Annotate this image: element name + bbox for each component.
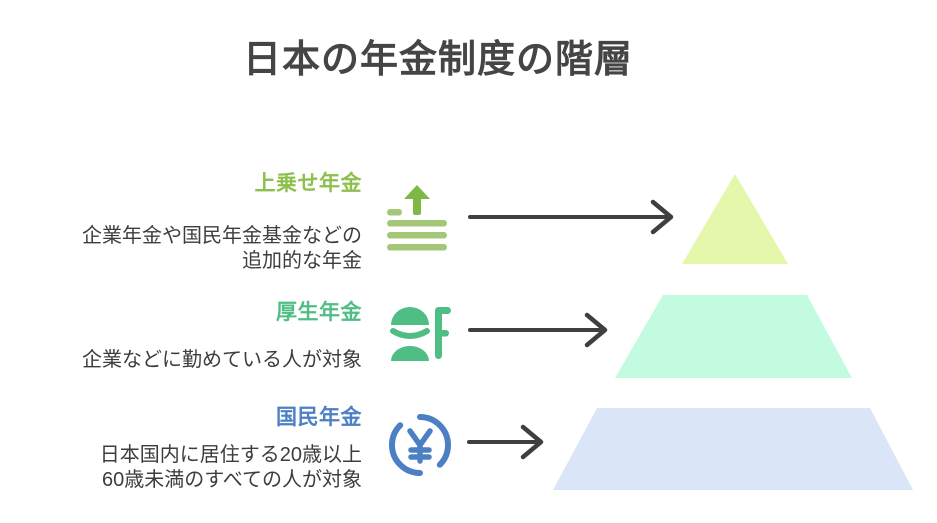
- pyramid-layer-top: [682, 174, 788, 264]
- section-label-additional-pension: 上乗せ年金: [254, 172, 362, 195]
- arrow-to-middle-layer: [468, 312, 608, 348]
- description-line: 日本国内に居住する20歳以上: [99, 444, 362, 466]
- yen-coin-icon: [389, 414, 451, 476]
- stack-up-icon: [387, 185, 447, 251]
- section-label-employees-pension: 厚生年金: [276, 301, 362, 324]
- description-line: 追加的な年金: [242, 250, 362, 272]
- section-description-additional-pension: 企業年金や国民年金基金などの 追加的な年金: [18, 224, 362, 274]
- description-line: 60歳未満のすべての人が対象: [101, 469, 362, 491]
- description-line: 企業などに勤めている人が対象: [82, 349, 362, 371]
- arrow-to-top-layer: [468, 199, 674, 235]
- section-description-national-pension: 日本国内に居住する20歳以上 60歳未満のすべての人が対象: [18, 443, 362, 493]
- pyramid-layer-middle: [615, 295, 852, 378]
- worker-helmet-icon: [390, 307, 451, 361]
- section-label-national-pension: 国民年金: [276, 406, 362, 429]
- pyramid-layer-bottom: [553, 408, 913, 490]
- description-line: 企業年金や国民年金基金などの: [82, 225, 362, 247]
- arrow-to-bottom-layer: [467, 424, 544, 460]
- page-title: 日本の年金制度の階層: [242, 39, 633, 81]
- section-description-employees-pension: 企業などに勤めている人が対象: [18, 348, 362, 373]
